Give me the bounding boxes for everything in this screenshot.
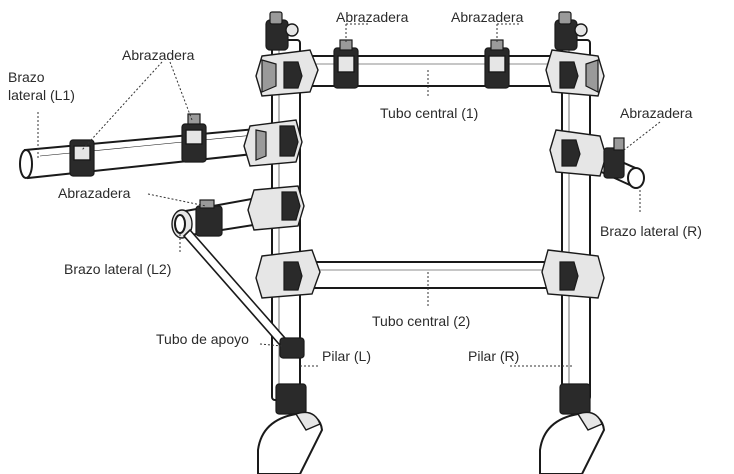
- abrazadera-clamp-top-right: [484, 39, 510, 89]
- label-brazo-lateral-l1-line2: lateral (L1): [8, 87, 75, 103]
- label-brazo-lateral-l2: Brazo lateral (L2): [64, 261, 171, 277]
- label-abrazadera-l2: Abrazadera: [58, 185, 131, 201]
- joint-l1: [243, 119, 303, 167]
- label-brazo-lateral-l1-line1: Brazo: [8, 69, 45, 85]
- joint-l2: [247, 185, 305, 231]
- label-pilar-l: Pilar (L): [322, 348, 371, 364]
- pillar-top-cap-left: [265, 11, 299, 51]
- pillar-top-cap-right: [554, 11, 588, 51]
- joint-mid-left: [255, 249, 321, 299]
- base-left: [257, 383, 324, 474]
- abrazadera-clamp-l1-left: [69, 139, 95, 177]
- label-tubo-central-2: Tubo central (2): [372, 313, 470, 329]
- label-abrazadera-top-right: Abrazadera: [451, 9, 524, 25]
- label-abrazadera-left-arm: Abrazadera: [122, 47, 195, 63]
- tubo-de-apoyo-shape: [182, 228, 305, 359]
- label-brazo-lateral-r: Brazo lateral (R): [600, 223, 702, 239]
- abrazadera-clamp-right-arm: [603, 137, 625, 179]
- joint-top-right: [545, 49, 605, 97]
- label-tubo-central-1: Tubo central (1): [380, 105, 478, 121]
- leader-lines: [37, 23, 661, 367]
- abrazadera-clamp-top-left: [333, 39, 359, 89]
- label-pilar-r: Pilar (R): [468, 348, 519, 364]
- label-tubo-de-apoyo: Tubo de apoyo: [156, 331, 249, 347]
- label-abrazadera-top-left: Abrazadera: [336, 9, 409, 25]
- base-right: [539, 383, 606, 474]
- joint-mid-right: [541, 249, 605, 299]
- tubo-central-2-shape: [299, 261, 563, 289]
- label-abrazadera-right-arm: Abrazadera: [620, 105, 693, 121]
- brazo-lateral-l1-shape: [19, 126, 274, 180]
- abrazadera-clamp-l2: [195, 199, 223, 237]
- joint-top-left: [255, 49, 319, 97]
- abrazadera-clamp-l1-right: [181, 113, 207, 163]
- joint-right-arm: [549, 129, 607, 177]
